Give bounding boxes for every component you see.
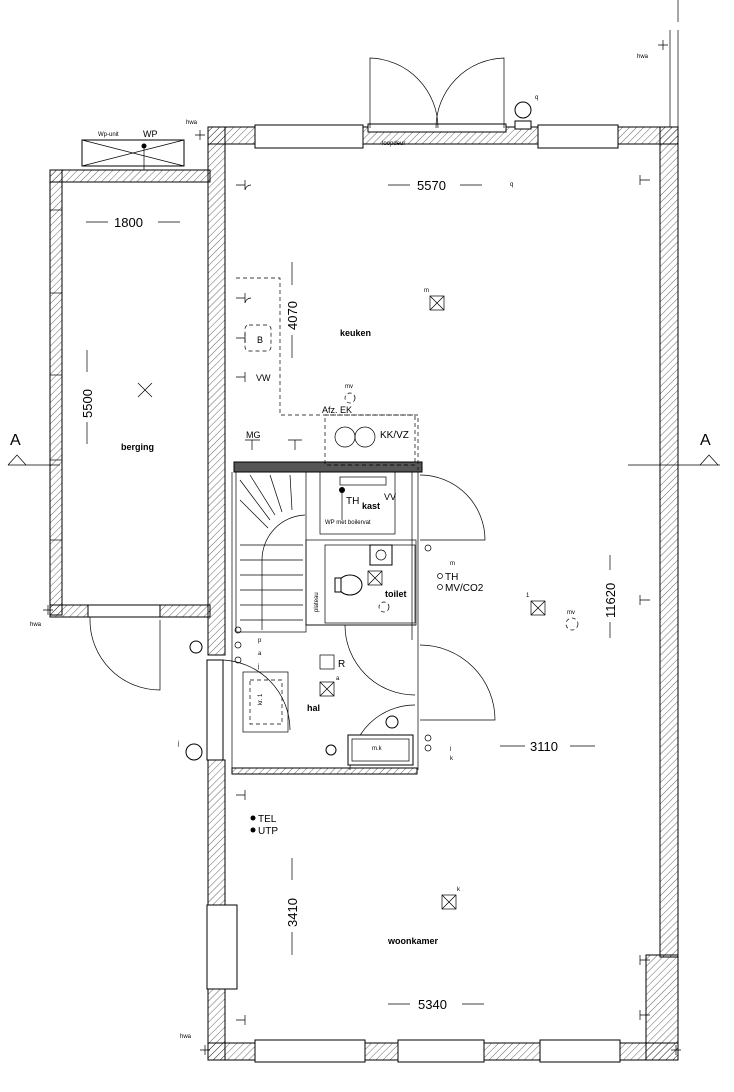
r-label: R [338, 659, 345, 670]
a-label-hal: a [336, 676, 340, 682]
switches: p a j m l k j TEL UTP TH MV/CO2 [177, 544, 484, 837]
k-label-woon: k [457, 887, 461, 893]
q-label-bottom: q [510, 182, 513, 188]
hal-symbols: R kr. 1 m.k [185, 640, 414, 766]
q-label-top: q [535, 95, 538, 101]
loopdeur-label: loopdeur [382, 141, 405, 147]
utp-label: UTP [258, 826, 278, 837]
exterior-walls [207, 0, 679, 1061]
mv-label-keuken: mv [345, 384, 353, 390]
dim-top-width: 5570 [417, 178, 446, 193]
l-label: l [450, 747, 451, 753]
afz-ek-label: Afz. EK [322, 405, 352, 415]
kr1-label: kr. 1 [258, 693, 264, 705]
section-markers: A A [7, 432, 720, 466]
p-label: p [258, 638, 262, 644]
m-label-toilet: m [450, 561, 455, 567]
wp-label: WP [143, 129, 158, 139]
hwa-label-2: hwa [637, 54, 649, 60]
dim-woon-depth: 3410 [285, 898, 300, 927]
wp-boilervat-label: WP met boilervat [325, 520, 371, 526]
room-hal: hal [307, 703, 320, 713]
room-berging: berging [121, 442, 154, 452]
j-label-switch: j [257, 664, 259, 670]
vw-label: VW [256, 373, 271, 383]
wp-unit: Wp-unit WP [81, 129, 185, 170]
mv-label-woon: mv [567, 610, 575, 616]
hwa-label-4: hwa [180, 1034, 192, 1040]
dim-mid-width: 3110 [530, 739, 558, 754]
loopdeur: loopdeur q q [367, 57, 538, 188]
a-label-switch: a [258, 651, 262, 657]
room-keuken: keuken [340, 328, 371, 338]
room-woonkamer: woonkamer [387, 936, 439, 946]
room-toilet: toilet [385, 589, 407, 599]
room-labels: keuken berging hal woonkamer toilet [121, 328, 439, 946]
kitchen-zone: B [236, 277, 419, 470]
mk-label: m.k [372, 746, 383, 752]
section-a-right: A [700, 432, 711, 449]
j-label-hal: j [177, 741, 179, 747]
plateau-label: plateau [314, 592, 320, 612]
doors [219, 474, 496, 771]
dim-bottom-width: 5340 [418, 997, 447, 1012]
hwa-markers: hwa hwa hwa hwa [30, 40, 681, 1055]
dim-total-depth: 11620 [603, 583, 618, 618]
outlets: VW MG [236, 175, 650, 1025]
dim-keuken-depth: 4070 [285, 301, 300, 330]
th-label-toilet: TH [445, 572, 458, 583]
kk-vz-label: KK/VZ [380, 430, 409, 441]
toilet-fixtures: plateau [314, 544, 393, 612]
hwa-label-1: hwa [186, 120, 198, 126]
room-kast: kast [362, 501, 380, 511]
section-a-left: A [10, 432, 21, 449]
wp-unit-label: Wp-unit [98, 132, 119, 138]
dimension-lines: 5570 1800 4070 5500 11620 3110 3410 5340 [80, 178, 618, 1012]
mv-co2-label: MV/CO2 [445, 583, 484, 594]
m-label-keuken: m [424, 288, 429, 294]
light-1-label: 1 [526, 593, 530, 599]
hwa-label-3: hwa [30, 622, 42, 628]
b-label: B [257, 335, 263, 345]
kast-devices: TH VV kast WP met boilervat Afz. EK KK/V… [322, 384, 409, 526]
th-label-kast: TH [346, 496, 359, 507]
ceiling-lights: m 1 a k mv [137, 288, 579, 910]
mg-label: MG [246, 430, 261, 440]
berging-walls [49, 169, 211, 691]
k-label-switch: k [450, 756, 454, 762]
dim-berging-width: 1800 [114, 215, 143, 230]
core-walls [231, 461, 423, 775]
tel-label: TEL [258, 814, 277, 825]
windows [206, 124, 621, 1063]
vv-label: VV [384, 492, 396, 502]
dim-berging-depth: 5500 [80, 389, 95, 418]
